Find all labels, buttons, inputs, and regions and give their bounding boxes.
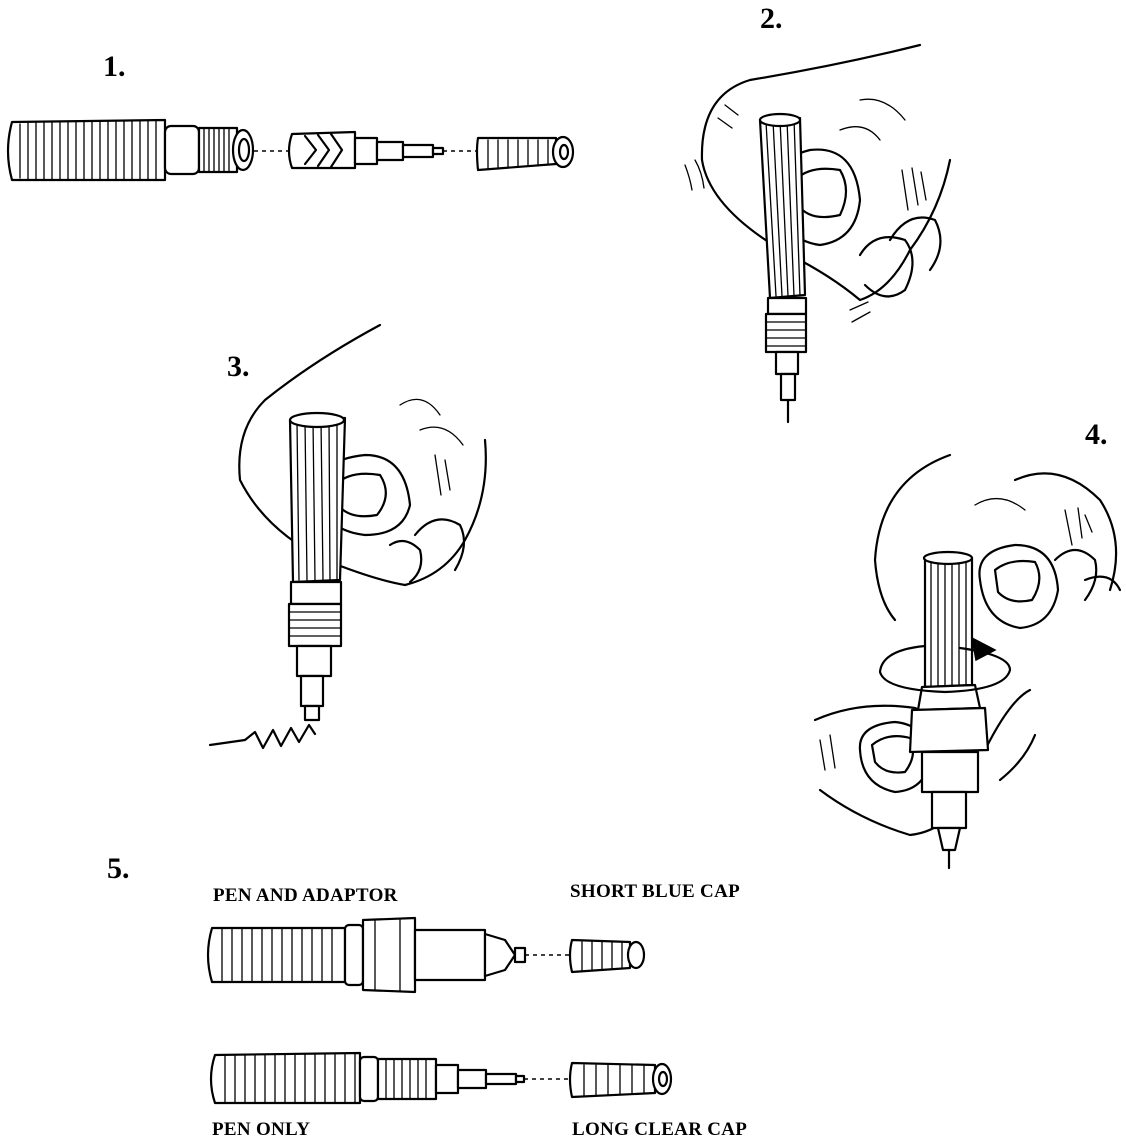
step-4-twisting-illustration: [800, 450, 1126, 880]
caption-long-clear-cap: LONG CLEAR CAP: [572, 1120, 747, 1139]
upper-hand: [875, 455, 1120, 628]
step-4-number: 4.: [1085, 420, 1108, 450]
caption-pen-only: PEN ONLY: [212, 1120, 310, 1139]
step-1-exploded-pen-illustration: [0, 100, 600, 210]
scribble-line: [210, 725, 315, 748]
step-2-shaking-pen-illustration: [680, 40, 980, 430]
step-3-writing-illustration: [205, 320, 525, 760]
cap: [477, 137, 573, 170]
caption-pen-and-adaptor: PEN AND ADAPTOR: [213, 886, 398, 905]
adaptor-piece: [289, 132, 443, 168]
pen: [910, 552, 988, 868]
step-1-number: 1.: [103, 52, 126, 82]
pen-barrel: [8, 120, 253, 180]
hand: [685, 45, 950, 322]
pen: [760, 114, 806, 422]
step-5-number: 5.: [107, 854, 130, 884]
caption-short-blue-cap: SHORT BLUE CAP: [570, 882, 740, 901]
step-5-pen-and-adaptor-illustration: [200, 910, 670, 1000]
step-5-pen-only-illustration: [200, 1045, 680, 1115]
hand: [239, 325, 486, 585]
pen: [289, 413, 345, 720]
step-2-number: 2.: [760, 4, 783, 34]
